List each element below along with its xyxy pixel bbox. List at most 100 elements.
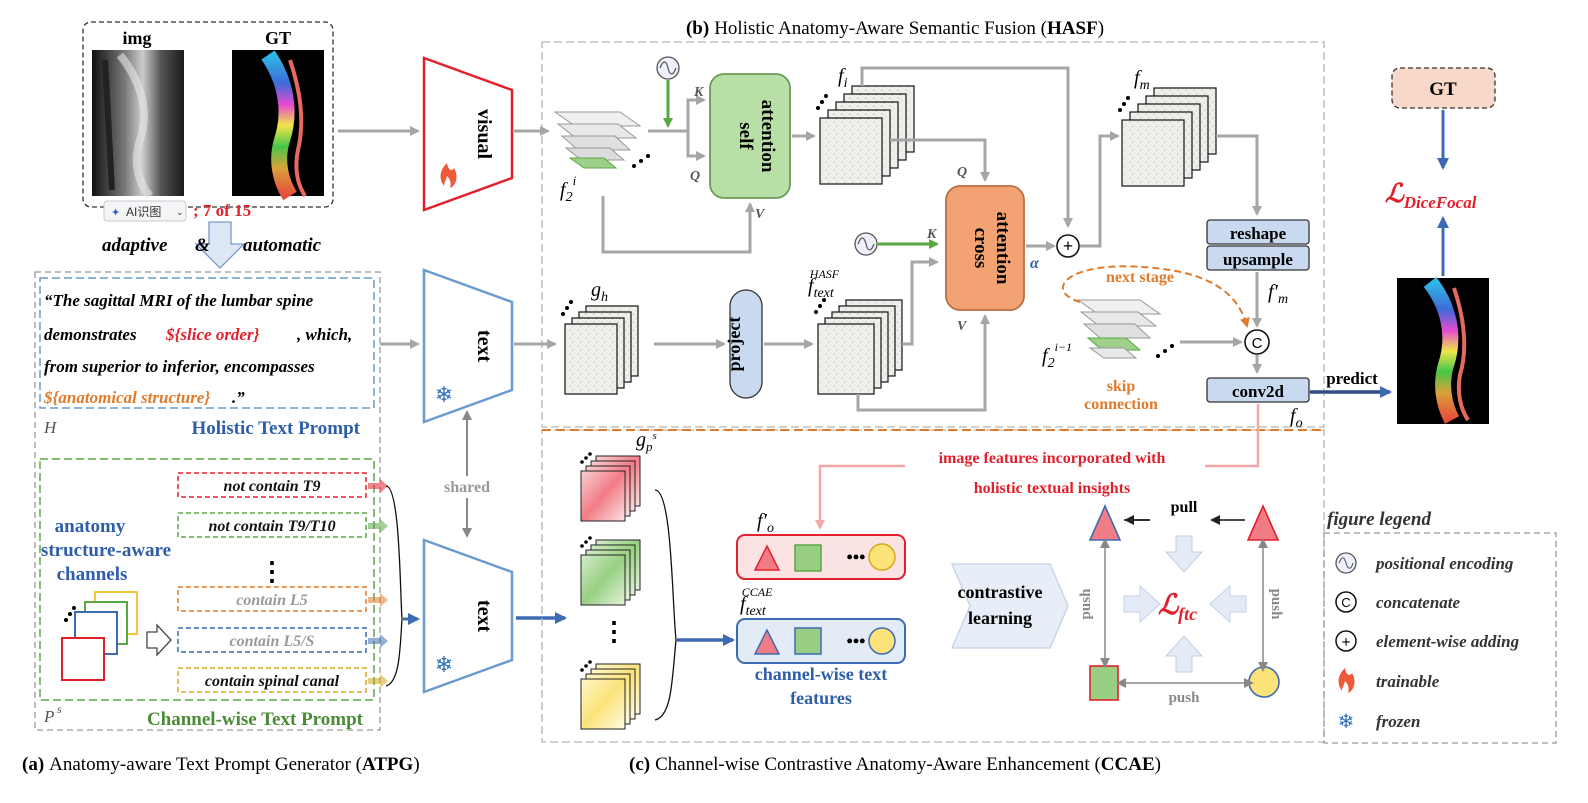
gps-ellipsis: ⋮: [601, 617, 627, 646]
panel-b-title-text: Holistic Anatomy-Aware Semantic Fusion (: [714, 18, 1047, 39]
panel-b-title-end: ): [1098, 18, 1104, 39]
holistic-prompt-line1: “The sagittal MRI of the lumbar spine: [44, 291, 314, 310]
ftc-loss-symbol: ℒ: [1158, 590, 1180, 621]
figure-legend: figure legend C + ❄ positional encodingc…: [1323, 509, 1557, 744]
ftext-row-ellipsis: •••: [847, 631, 866, 651]
ftext-to-k-arrow: [902, 257, 939, 346]
q-label-cross: Q: [957, 165, 967, 180]
caption-a-end: ): [413, 754, 419, 775]
push-label-right: push: [1268, 589, 1284, 621]
channel-item-label: contain spinal canal: [205, 673, 340, 690]
ai-recognize-button[interactable]: [103, 200, 187, 222]
f2i-to-v-arrow: [601, 196, 755, 254]
v-label-self: V: [755, 207, 766, 222]
amp-label: &: [195, 235, 210, 256]
fo-prime-base: f′: [757, 510, 768, 532]
legend-snowflake-icon: ❄: [1338, 711, 1355, 733]
legend-items: positional encodingconcatenateelement-wi…: [1374, 554, 1520, 731]
fo-base: f: [1290, 405, 1298, 427]
self-attention-label-2: attention: [757, 100, 778, 173]
conv2d-label: conv2d: [1232, 382, 1285, 401]
ccae-box: [541, 429, 1325, 743]
channel-item-box: [177, 627, 367, 653]
fi-feature-stack: [816, 85, 915, 185]
atpg-box: [34, 271, 381, 731]
channel-item-box: [177, 586, 367, 612]
input-images-box: [82, 21, 334, 208]
gh-feature-stack: [561, 300, 639, 395]
f2i1-sup: i−1: [1055, 340, 1072, 354]
gh-base: g: [591, 279, 601, 301]
channel-item-arrow: [368, 674, 388, 688]
gh-sub: h: [601, 290, 608, 305]
fo-label: fo: [1290, 405, 1303, 431]
slice-order-placeholder: ${slice order}: [165, 325, 260, 344]
ftext-hasf-base: f: [808, 275, 816, 297]
fi-label: fi: [838, 65, 848, 91]
upsample-label: upsample: [1223, 250, 1293, 269]
img-label: img: [123, 28, 152, 48]
fi-to-plus-arrow: [860, 66, 1073, 228]
legend-item-label: concatenate: [1376, 593, 1460, 612]
project-label: project: [724, 317, 744, 372]
legend-item-label: positional encoding: [1374, 554, 1514, 573]
circle-icon-2: [868, 627, 896, 655]
holistic-prompt-line3: from superior to inferior, encompasses: [44, 357, 315, 376]
encoders: visual text ❄ shared text ❄: [338, 56, 567, 694]
cross-attention-block: [945, 185, 1025, 311]
slice-counter: ; 7 of 15: [193, 201, 251, 220]
visual-encoder-label: visual: [473, 109, 495, 159]
reshape-block: [1206, 219, 1310, 245]
holistic-prompt-line4b: .”: [232, 388, 245, 407]
channel-item-box: [177, 472, 367, 498]
fi-sub: i: [844, 76, 848, 91]
concatenate-icon: [1244, 329, 1270, 355]
inward-arrow-right: [1209, 584, 1247, 624]
legend-box: [1323, 532, 1557, 744]
ctf-label-2: features: [790, 688, 852, 708]
holistic-corner-h: H: [43, 418, 58, 437]
text-encoder-bottom: [422, 538, 514, 694]
channels-heading2: structure-aware: [41, 540, 171, 561]
k-label-cross: K: [926, 227, 938, 242]
fo-prime-label: f′o: [757, 510, 774, 536]
adaptive-label: adaptive: [102, 235, 168, 256]
concat-symbol: C: [1252, 335, 1263, 352]
legend-item-label: trainable: [1376, 672, 1440, 691]
text-encoder-bottom-label: text: [473, 600, 495, 633]
gps-sup: s: [653, 430, 657, 442]
channels-heading1: anatomy: [55, 516, 126, 537]
red-label-line1: image features incorporated with: [939, 450, 1166, 467]
gps-green-stack: [580, 536, 641, 606]
shared-label: shared: [444, 479, 490, 496]
square-icon: [794, 544, 822, 572]
gh-label: gh: [591, 279, 608, 305]
project-block: [729, 289, 763, 399]
panel-b-title-prefix: (b): [686, 18, 709, 39]
ftext-ccae-base: f: [740, 593, 748, 615]
channel-item-label: not contain T9: [224, 478, 321, 495]
inward-arrow-left: [1123, 584, 1161, 624]
channel-corner-sup: s: [57, 702, 62, 716]
panel-c-title-prefix: (c): [629, 754, 650, 775]
push-label-bottom: push: [1169, 690, 1201, 706]
pull-triangle-right: [1246, 504, 1280, 541]
contrastive-chevron: [951, 563, 1069, 649]
text-encoder-top: [422, 268, 514, 424]
ftext-ccae-sup: CCAE: [742, 585, 773, 599]
panel-b-title-abbr: HASF: [1047, 18, 1098, 39]
channel-item-box: [177, 512, 367, 538]
inward-arrow-top: [1164, 535, 1204, 573]
caption-a-text: Anatomy-aware Text Prompt Generator (: [49, 754, 362, 775]
panel-c-title-end: ): [1155, 754, 1161, 775]
pull-triangle-left: [1088, 504, 1122, 541]
holistic-prompt-box: [39, 277, 375, 409]
inward-arrow-bottom: [1164, 635, 1204, 673]
upsample-block: [1206, 245, 1310, 271]
caption-a-abbr: ATPG: [362, 754, 414, 775]
channel-item-arrow: [368, 634, 388, 648]
holistic-prompt-title: Holistic Text Prompt: [191, 418, 360, 439]
flame-trainable-icon: [440, 163, 457, 188]
